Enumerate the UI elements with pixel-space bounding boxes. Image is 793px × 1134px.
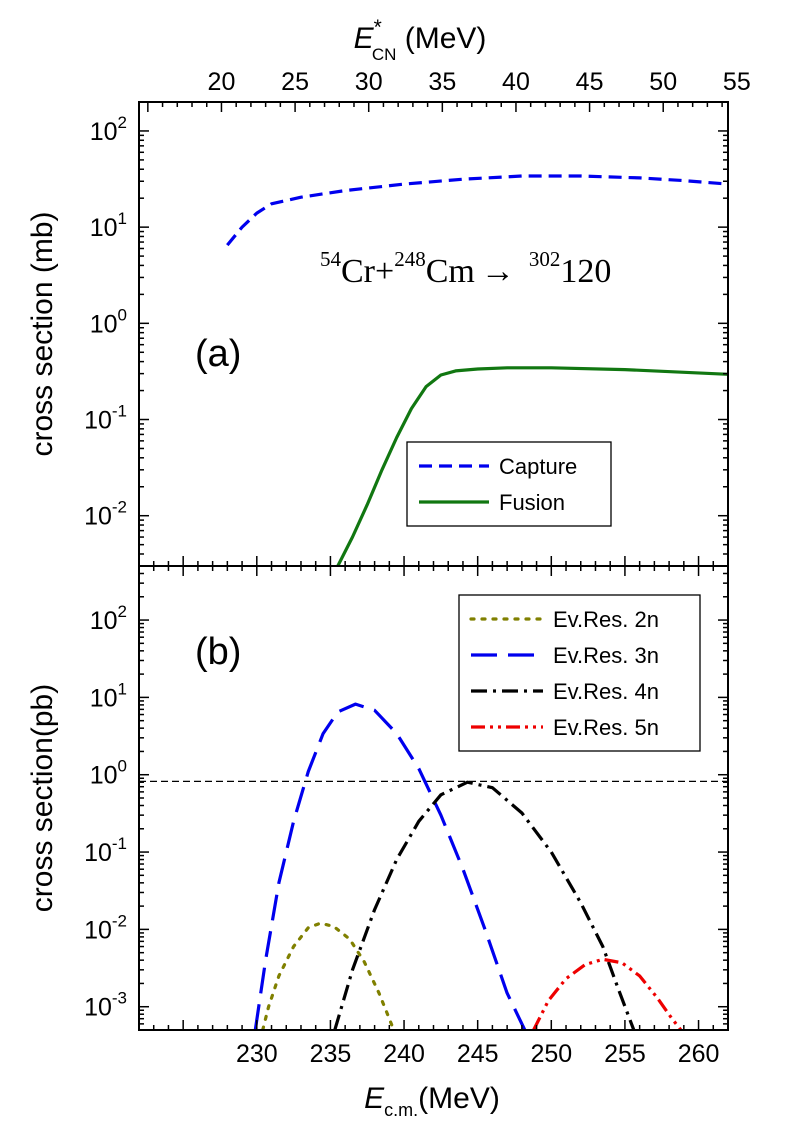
panel-a-plot-area (226, 174, 728, 566)
panel-b-ylabel: cross section(pb) (26, 684, 59, 912)
top-tick-label: 35 (428, 68, 456, 96)
top-axis-label: E*CN (MeV) (354, 16, 487, 64)
y-tick-label: 100 (90, 757, 127, 790)
top-tick-label: 20 (208, 68, 236, 96)
panel-a-ylabel: cross section (mb) (26, 211, 59, 456)
panel-a-label: (a) (195, 333, 241, 375)
y-tick-label: 10-3 (84, 989, 127, 1022)
series-line-ev-res-3n (253, 702, 527, 1030)
legend-label: Ev.Res. 2n (553, 607, 659, 632)
series-line-capture (226, 174, 728, 247)
top-tick-label: 25 (281, 68, 309, 96)
axes: 10-2 10-1 100 101 102 10-3 10-2 10-1 100 101 102 23… (84, 68, 751, 1068)
series-line-ev-res-4n (333, 780, 636, 1030)
top-tick-label: 50 (649, 68, 677, 96)
panel-b-label: (b) (195, 631, 241, 673)
x-tick-label: 255 (604, 1040, 646, 1068)
legend-panel-b: Ev.Res. 2n Ev.Res. 3n Ev.Res. 4n Ev.Res. 5n (458, 594, 701, 752)
x-tick-label: 230 (236, 1040, 278, 1068)
y-tick-label: 10-1 (84, 402, 127, 435)
top-tick-label: 40 (502, 68, 530, 96)
x-tick-label: 245 (457, 1040, 499, 1068)
x-tick-label: 260 (678, 1040, 720, 1068)
x-tick-label: 240 (383, 1040, 425, 1068)
y-tick-label: 102 (90, 113, 127, 146)
reaction-annotation: 54Cr+248Cm→302120 (320, 247, 611, 290)
top-tick-label: 45 (576, 68, 604, 96)
legend-label: Capture (499, 454, 577, 479)
y-tick-label: 101 (90, 679, 127, 712)
y-tick-label: 100 (90, 305, 127, 338)
bottom-axis-label: Ec.m.(MeV) (364, 1082, 500, 1120)
y-tick-label: 101 (90, 209, 127, 242)
top-tick-label: 55 (723, 68, 751, 96)
legend-box (406, 441, 612, 527)
legend-box (458, 594, 701, 752)
panel-b-plot-area (139, 702, 728, 1030)
series-line-ev-res-5n (532, 957, 683, 1030)
series-line-ev-res-2n (261, 921, 396, 1030)
legend-label: Ev.Res. 3n (553, 643, 659, 668)
y-tick-label: 10-2 (84, 498, 127, 531)
legend-label: Fusion (499, 490, 565, 515)
y-tick-label: 102 (90, 602, 127, 635)
legend-label: Ev.Res. 5n (553, 715, 659, 740)
y-tick-label: 10-1 (84, 834, 127, 867)
y-tick-label: 10-2 (84, 911, 127, 944)
legend-label: Ev.Res. 4n (553, 679, 659, 704)
x-tick-label: 235 (310, 1040, 352, 1068)
x-tick-label: 250 (530, 1040, 572, 1068)
series-line-fusion (336, 366, 728, 566)
top-tick-label: 30 (355, 68, 383, 96)
